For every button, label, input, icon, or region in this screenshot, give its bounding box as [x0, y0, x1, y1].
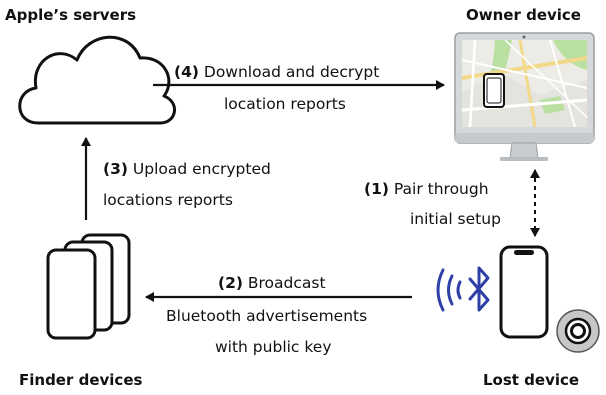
download-label: (4) Download and decrypt — [174, 62, 379, 82]
airtag-icon — [556, 309, 600, 353]
pair-line2: initial setup — [410, 210, 501, 228]
download-line1: Download and decrypt — [203, 63, 380, 81]
broadcast-line2: Bluetooth advertisements — [166, 307, 368, 325]
broadcast-label: (2) Broadcast — [218, 273, 326, 293]
broadcast-line3: with public key — [215, 338, 332, 356]
cloud-icon — [18, 35, 176, 125]
download-line2: location reports — [224, 95, 346, 113]
upload-step: (3) — [103, 160, 128, 178]
download-step: (4) — [174, 63, 199, 81]
owner-title: Owner device — [466, 6, 581, 24]
phone-icon — [499, 245, 549, 339]
upload-line2: locations reports — [103, 191, 233, 209]
pair-line1: Pair through — [393, 180, 489, 198]
pair-label: (1) Pair through — [364, 179, 489, 199]
monitor-icon — [454, 32, 595, 161]
servers-title: Apple’s servers — [5, 6, 137, 24]
upload-label: (3) Upload encrypted — [103, 159, 271, 179]
pair-step: (1) — [364, 180, 389, 198]
finders-title: Finder devices — [19, 371, 143, 389]
broadcast-line1: Broadcast — [247, 274, 326, 292]
lost-title: Lost device — [483, 371, 580, 389]
bluetooth-icon — [436, 266, 490, 312]
upload-line1: Upload encrypted — [132, 160, 271, 178]
phone-stack-icon — [46, 233, 131, 340]
broadcast-step: (2) — [218, 274, 243, 292]
